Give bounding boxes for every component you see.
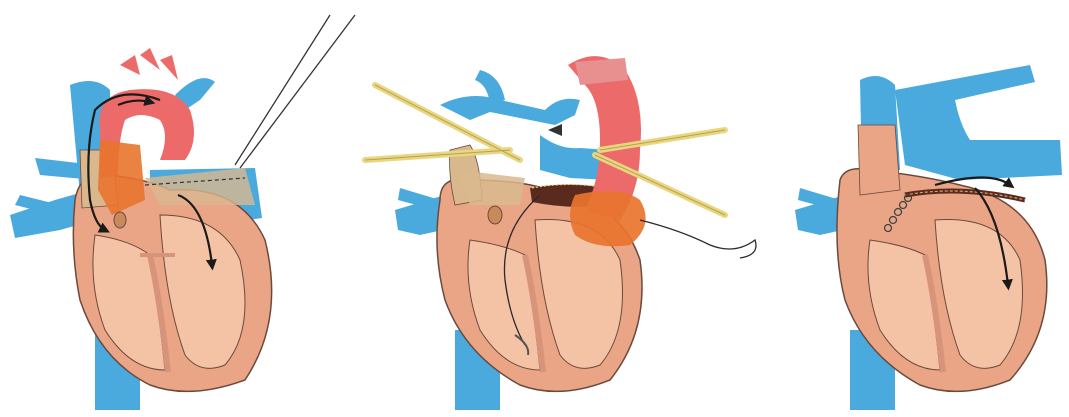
coronary-sinus-icon	[114, 212, 126, 228]
panel-1-pre-repair	[10, 15, 355, 410]
pulmonary-vein-top-icon	[895, 65, 1062, 180]
coronary-sinus-icon	[488, 206, 502, 224]
baffle-patch-icon	[570, 191, 646, 246]
forceps-icon	[235, 15, 355, 168]
panel-3-post-repair	[795, 65, 1062, 410]
panel-2-repair	[365, 56, 756, 410]
pulmonary-vein-top-icon	[440, 96, 580, 125]
